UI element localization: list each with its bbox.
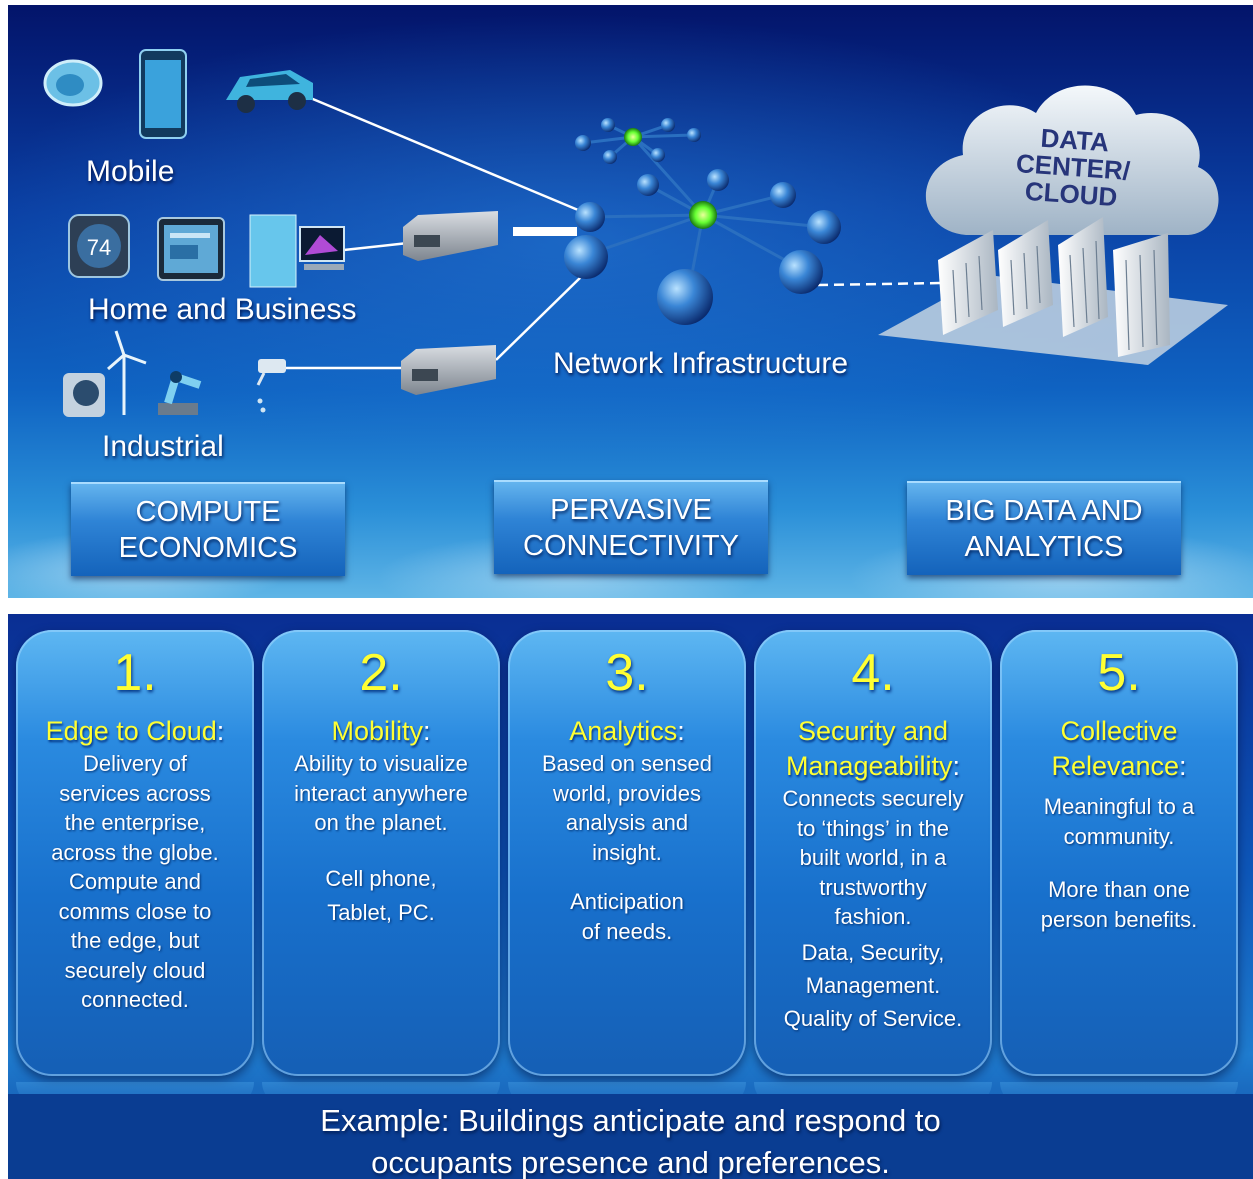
pillar-title-text: Mobility <box>331 716 423 746</box>
connection-lines <box>276 95 944 370</box>
pillar-number: 1. <box>113 644 157 702</box>
cloud-icon <box>925 85 1219 235</box>
example-caption: Example: Buildings anticipate and respon… <box>8 1094 1253 1179</box>
banner-line1: COMPUTE <box>135 496 281 528</box>
mri-scanner-icon <box>63 373 105 417</box>
pillar-note: More than one person benefits. <box>1040 877 1198 932</box>
pillar-examples: Cell phone, Tablet, PC. <box>325 865 437 925</box>
gateway-icon <box>401 211 498 395</box>
pillar-title-text: Collective Relevance <box>1051 716 1180 781</box>
pillar-card-security-manageability: 4. Security and Manageability: Connects … <box>754 630 992 1076</box>
banner-line1: BIG DATA AND <box>945 495 1143 527</box>
top-diagram-panel: 74 <box>8 5 1253 598</box>
pillar-title-text: Edge to Cloud <box>45 716 217 746</box>
pillar-description: Connects securely to ‘things’ in the bui… <box>782 786 964 929</box>
wind-turbine-icon <box>107 330 147 415</box>
pillar-title-text: Analytics <box>569 716 678 746</box>
pervasive-connectivity-banner: PERVASIVE CONNECTIVITY <box>494 480 768 574</box>
pillar-number: 4. <box>851 644 895 702</box>
pillar-description: Delivery of services across the enterpri… <box>51 751 219 1012</box>
thermostat-icon: 74 <box>68 214 130 278</box>
pillar-title: Analytics: <box>508 714 746 749</box>
network-hub-icon <box>564 118 841 325</box>
network-infrastructure-label: Network Infrastructure <box>553 347 849 380</box>
pillar-card-edge-to-cloud: 1. Edge to Cloud: Delivery of services a… <box>16 630 254 1076</box>
server-racks-icon <box>878 217 1228 365</box>
pillar-title: Mobility: <box>262 714 500 749</box>
pillar-number: 5. <box>1097 644 1141 702</box>
banner-line1: PERVASIVE <box>550 494 712 526</box>
big-data-analytics-banner: BIG DATA AND ANALYTICS <box>907 481 1181 575</box>
pillar-title: Collective Relevance: <box>1000 714 1238 784</box>
pillar-note: Data, Security, Management. Quality of S… <box>783 939 963 1031</box>
car-icon <box>226 70 313 113</box>
pillar-title-colon: : <box>677 716 685 746</box>
pillar-title: Edge to Cloud: <box>16 714 254 749</box>
pillar-title-colon: : <box>423 716 431 746</box>
network-diagram: 74 <box>43 49 1228 417</box>
thick-link <box>513 227 577 236</box>
cloud-label: DATA CENTER/ CLOUD <box>1010 123 1135 212</box>
pillar-title-colon: : <box>1179 751 1187 781</box>
example-line1: Example: Buildings anticipate and respon… <box>320 1103 941 1138</box>
pillar-description: Based on sensed world, provides analysis… <box>541 751 713 865</box>
pillar-title-colon: : <box>216 716 225 746</box>
pillar-description: Ability to visualize interact anywhere o… <box>294 751 468 835</box>
robot-arm-icon <box>158 371 202 415</box>
pillar-card-collective-relevance: 5. Collective Relevance: Meaningful to a… <box>1000 630 1238 1076</box>
compute-economics-banner: COMPUTE ECONOMICS <box>71 482 345 576</box>
banner-line2: ECONOMICS <box>118 532 298 564</box>
pillar-card-analytics: 3. Analytics: Based on sensed world, pro… <box>508 630 746 1076</box>
pillar-number: 3. <box>605 644 649 702</box>
thermostat-reading: 74 <box>87 235 111 260</box>
tablet-icon <box>157 217 225 281</box>
banner-line2: ANALYTICS <box>964 531 1124 563</box>
pillar-title-text: Security and Manageability <box>785 716 953 781</box>
security-camera-icon <box>256 359 286 413</box>
desktop-pc-icon <box>249 214 345 288</box>
phone-icon <box>139 49 187 139</box>
pillar-number: 2. <box>359 644 403 702</box>
pillar-note: Anticipation of needs. <box>570 889 684 944</box>
example-line2: occupants presence and preferences. <box>371 1145 890 1179</box>
banner-line2: CONNECTIVITY <box>523 530 739 562</box>
mobile-label: Mobile <box>86 155 175 188</box>
pillars-panel: 1. Edge to Cloud: Delivery of services a… <box>8 614 1253 1179</box>
watch-icon <box>43 59 103 107</box>
pillar-card-mobility: 2. Mobility: Ability to visualize intera… <box>262 630 500 1076</box>
pillar-title: Security and Manageability: <box>754 714 992 784</box>
pillar-description: Meaningful to a community. <box>1043 794 1195 849</box>
industrial-label: Industrial <box>102 430 224 463</box>
pillar-title-colon: : <box>952 751 961 781</box>
home-business-label: Home and Business <box>88 293 357 326</box>
